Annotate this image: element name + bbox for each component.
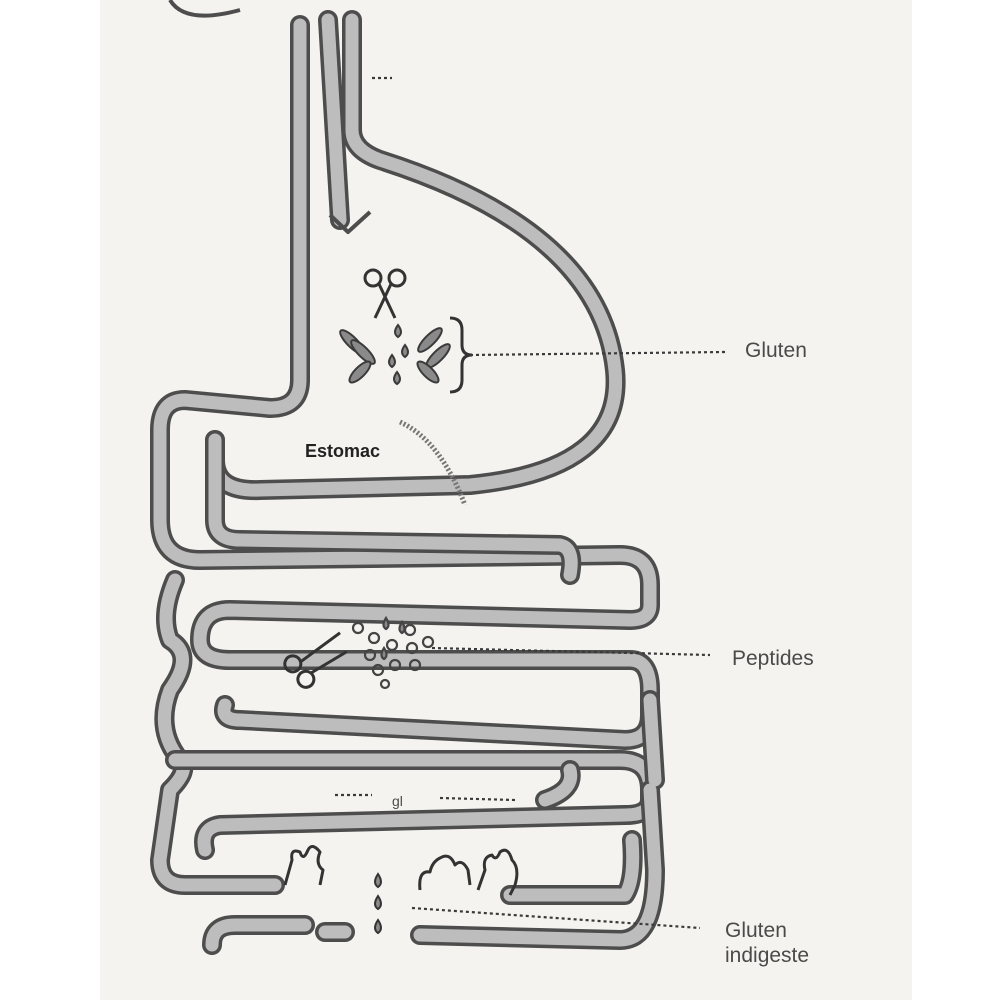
gluten-label: Gluten: [745, 339, 807, 362]
scissors-icon: [363, 268, 407, 319]
peptide-cluster: [351, 615, 435, 690]
villi-flame-icon: [283, 845, 519, 896]
scissors-icon: [283, 631, 348, 689]
leader-gluten: [469, 350, 726, 357]
gluten-drops: [374, 872, 382, 935]
digestive-tube: [150, 10, 665, 955]
scribble-label: gl: [392, 793, 403, 809]
leader-indigeste: [411, 906, 701, 930]
pylorus-scribble: [398, 419, 468, 506]
arrow-down-icon: [328, 210, 372, 234]
leader-scribble: [439, 796, 516, 802]
top-arc: [168, 0, 241, 18]
indigeste-label-line2: indigeste: [725, 944, 809, 967]
peptides-label: Peptides: [732, 647, 814, 670]
leader-peptides: [431, 646, 711, 657]
stomach-label: Estomac: [305, 441, 380, 461]
gluten-molecules: [339, 323, 451, 386]
brace: [449, 316, 473, 394]
indigeste-label-line1: Gluten: [725, 919, 787, 942]
